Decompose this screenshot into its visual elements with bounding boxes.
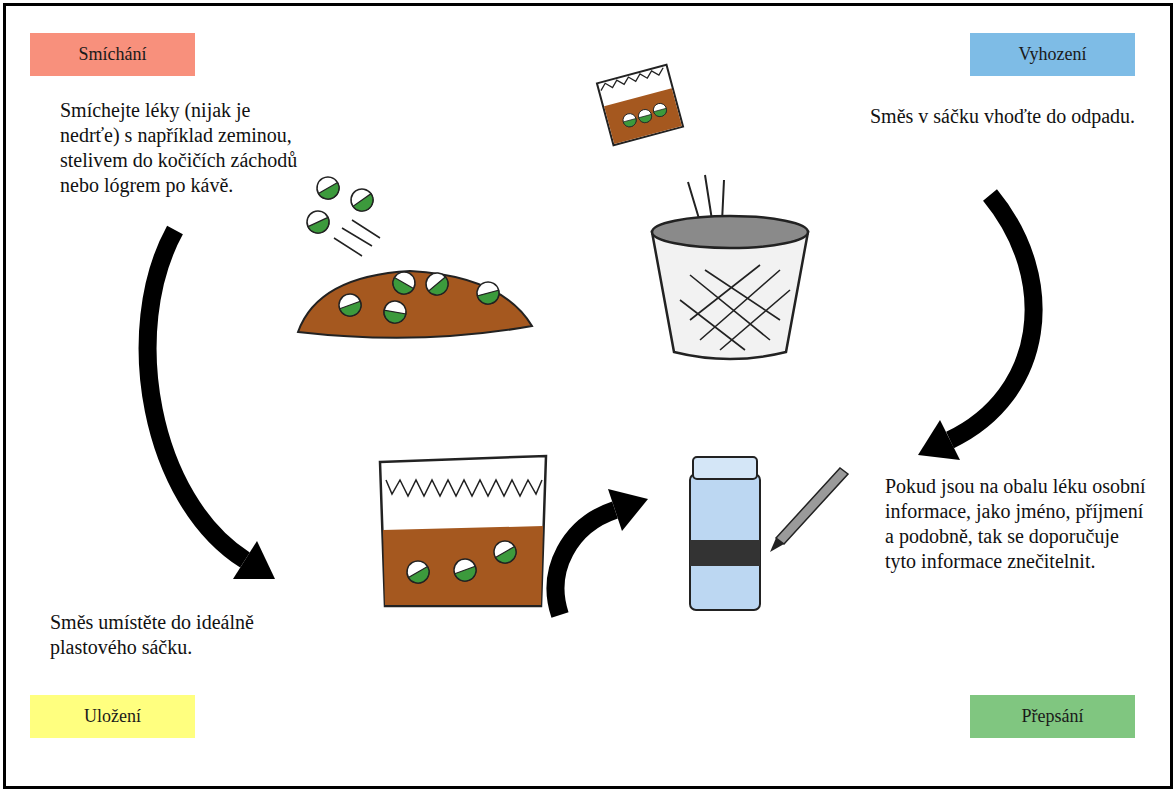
flow-arrow (556, 489, 648, 615)
step-title: Přepsání (1022, 706, 1084, 727)
step-label-box: Smíchání (30, 33, 195, 76)
step-label-box: Vyhození (970, 33, 1135, 76)
marker-pen (770, 468, 848, 552)
falling-bag (597, 65, 683, 145)
step-description: Smíchejte léky (nijak je nedrťe) s napří… (60, 98, 300, 198)
step-title: Vyhození (1019, 44, 1087, 65)
step-title: Uložení (84, 706, 141, 727)
step-label-box: Uložení (30, 695, 195, 738)
soil-mound (298, 268, 532, 338)
step-description: Směs v sáčku vhoďte do odpadu. (870, 104, 1140, 129)
trash-can (652, 175, 808, 359)
step-description: Pokud jsou na obalu léku osobní informac… (885, 474, 1147, 574)
step-description: Směs umístěte do ideálně plastového sáčk… (50, 610, 330, 660)
flow-arrow (918, 195, 1034, 460)
pill-bottle (690, 457, 760, 610)
falling-pills (303, 173, 380, 256)
step-label-box: Přepsání (970, 695, 1135, 738)
flow-arrow (148, 230, 275, 579)
step-title: Smíchání (79, 44, 147, 65)
plastic-bag (380, 456, 546, 606)
